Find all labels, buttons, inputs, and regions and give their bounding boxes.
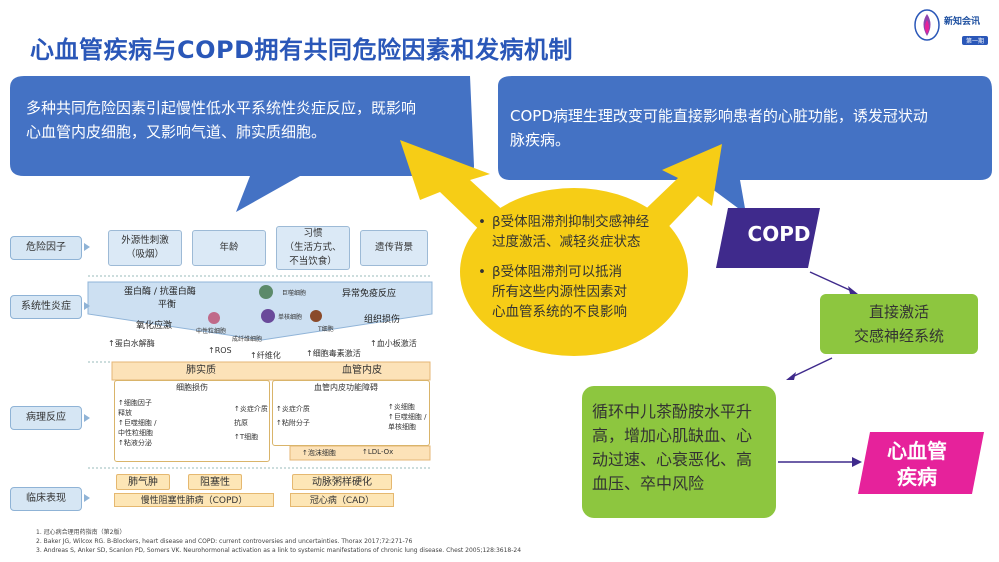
endo-ldl: ↑LDL-Ox: [362, 448, 394, 456]
right-bubble-text: COPD病理生理改变可能直接影响患者的心脏功能，诱发冠状动 脉疾病。: [510, 104, 980, 152]
left-bubble-line-2: 心血管内皮细胞，又影响气道、肺实质细胞。: [26, 123, 327, 141]
page-title: 心血管疾病与COPD拥有共同危险因素和发病机制: [30, 36, 574, 64]
lung-box-title: 细胞损伤: [176, 383, 208, 392]
endo-box-title: 血管内皮功能障碍: [314, 383, 378, 392]
copd-label: COPD: [747, 222, 811, 246]
endo-pathology-box: [272, 380, 430, 446]
neutrophil-cell: [208, 312, 220, 324]
row-label-risk: 危险因子: [10, 236, 82, 260]
macrophage-cell: [259, 285, 273, 299]
sympathetic-box: 直接激活 交感神经系统: [820, 294, 978, 354]
copd-box-shape: [716, 208, 820, 268]
inflam-balance: 平衡: [158, 300, 177, 310]
right-bubble-line-2: 脉疾病。: [510, 131, 571, 149]
lung-pathology-box: [114, 380, 270, 462]
reference-2: 2. Baker JG, Wilcox RG. B-Blockers, hear…: [36, 538, 413, 545]
monocyte-cell: [261, 309, 275, 323]
tcell-cell: [310, 310, 322, 322]
clinical-athero: 动脉粥样硬化: [292, 474, 392, 490]
inflam-injury: 组织损伤: [364, 315, 401, 325]
center-ellipse-text: • β受体阻滞剂抑制交感神经 过度激活、减轻炎症状态 • β受体阻滞剂可以抵消 …: [478, 212, 698, 332]
bullet-icon: •: [478, 264, 486, 280]
inflam-macrophage: 巨噬细胞: [282, 290, 307, 297]
logo-name: 新知会讯: [944, 17, 981, 27]
risk-factor-habit: 习惯（生活方式、不当饮食）: [276, 226, 350, 270]
risk-factor-smoke: 外源性刺激（吸烟）: [108, 230, 182, 266]
cvd-box-shape: [858, 432, 984, 494]
inflam-protease: 蛋白酶 / 抗蛋白酶: [124, 287, 196, 297]
header-lung: 肺实质: [186, 365, 216, 376]
risk-factor-age: 年龄: [192, 230, 266, 266]
bullet-icon: •: [478, 214, 486, 230]
reference-1: 1. 冠心病合理用药指南（第2版）: [36, 529, 126, 536]
center-point-1: • β受体阻滞剂抑制交感神经 过度激活、减轻炎症状态: [478, 214, 650, 250]
inflam-immune: 异常免疫反应: [342, 289, 397, 299]
clinical-emphysema: 肺气肿: [116, 474, 170, 490]
arrow-label-protease: ↑蛋白水解酶: [108, 339, 155, 348]
right-speech-bubble: [498, 76, 992, 214]
arrow-label-platelet: ↑血小板激活: [370, 339, 417, 348]
left-bubble-text: 多种共同危险因素引起慢性低水平系统性炎症反应，既影响 心血管内皮细胞，又影响气道…: [26, 96, 466, 144]
clinical-cad: 冠心病（CAD）: [290, 493, 394, 507]
center-point-2: • β受体阻滞剂可以抵消 所有这些内源性因素对 心血管系统的不良影响: [478, 264, 627, 320]
arrow-up-left: [400, 140, 520, 240]
lung-box-left: ↑细胞因子 释放 ↑巨噬细胞 / 中性粒细胞 ↑粘液分泌: [118, 399, 157, 447]
row-label-clinical: 临床表现: [10, 487, 82, 511]
flame-logo-icon: [914, 9, 940, 41]
endo-box-right: ↑炎细胞 ↑巨噬细胞 / 单核细胞: [388, 403, 427, 431]
row-label-pathology: 病理反应: [10, 406, 82, 430]
arrow-label-ros: ↑ROS: [208, 346, 232, 355]
endo-foam: ↑泡沫细胞: [302, 449, 336, 457]
left-speech-bubble: [10, 76, 474, 212]
center-ellipse: [460, 188, 688, 356]
arrow-label-cytotoxin: ↑细胞毒素激活: [306, 349, 361, 358]
right-bubble-line-1: COPD病理生理改变可能直接影响患者的心脏功能，诱发冠状动: [510, 107, 928, 125]
inflam-oxidative: 氧化应激: [136, 321, 173, 331]
reference-3: 3. Andreas S, Anker SD, Scanlon PD, Some…: [36, 547, 522, 554]
lung-box-right: ↑炎症介质 抗原 ↑T细胞: [234, 405, 268, 441]
logo: 新知会讯 第一期: [914, 6, 992, 45]
endo-box-left: ↑炎症介质 ↑粘附分子: [276, 405, 310, 427]
cvd-label: 心血管 疾病: [887, 439, 947, 489]
header-endo: 血管内皮: [342, 365, 382, 376]
inflam-fibroblast: 成纤维细胞: [232, 336, 263, 343]
row-label-inflammation: 系统性炎症: [10, 295, 82, 319]
left-bubble-line-1: 多种共同危险因素引起慢性低水平系统性炎症反应，既影响: [26, 99, 417, 117]
risk-factor-genetic: 遗传背景: [360, 230, 428, 266]
arrow-label-fibrosis: ↑纤维化: [250, 351, 281, 360]
inflam-monocyte: 单核细胞: [278, 314, 303, 321]
logo-tag: 第一期: [962, 36, 989, 45]
inflam-neutrophil: 中性粒细胞: [196, 328, 227, 335]
references: 1. 冠心病合理用药指南（第2版） 2. Baker JG, Wilcox RG…: [36, 528, 521, 555]
catecholamine-box: 循环中儿茶酚胺水平升 高，增加心肌缺血、心 动过速、心衰恶化、高 血压、卒中风险: [582, 386, 776, 518]
clinical-copd: 慢性阻塞性肺病（COPD）: [114, 493, 274, 507]
clinical-obstruction: 阻塞性: [188, 474, 242, 490]
inflam-tcell: T细胞: [318, 326, 334, 333]
